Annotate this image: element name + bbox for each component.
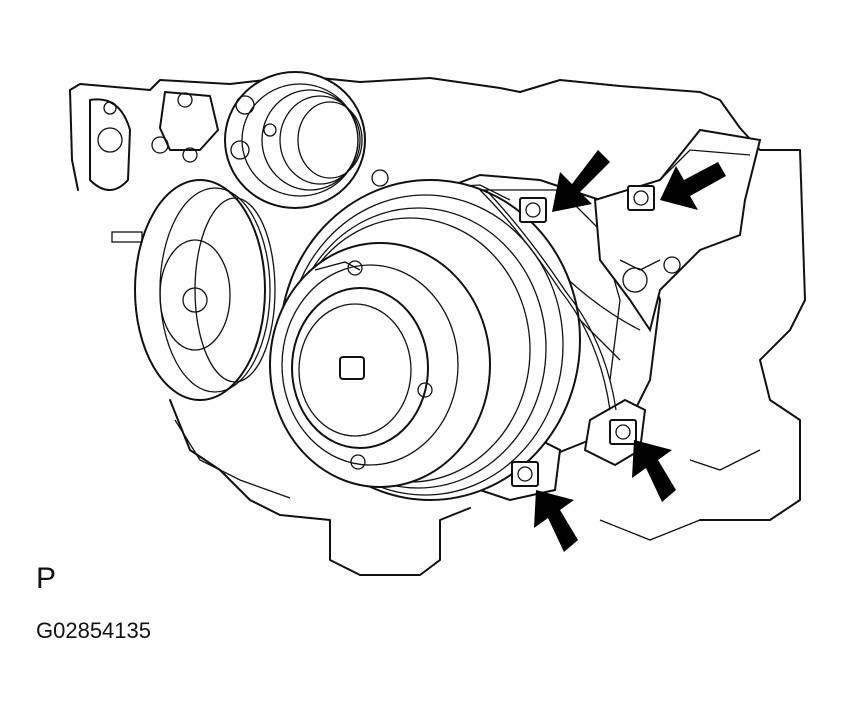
figure-code: G02854135 <box>36 618 151 643</box>
crank-pulley <box>111 179 276 401</box>
bolts <box>511 185 681 487</box>
arrow-top-left <box>552 150 610 212</box>
clutch-pulley <box>269 179 581 501</box>
bolt-top-right <box>627 185 655 211</box>
bolt-bottom-right <box>609 419 637 445</box>
harness-wire <box>479 189 617 411</box>
arrow-bottom-right <box>632 440 676 502</box>
bolt-bracket-side <box>663 256 681 274</box>
view-label: P <box>36 562 57 595</box>
bolt-top-left <box>519 197 547 223</box>
arrow-bottom-left <box>534 490 578 552</box>
arrow-top-right <box>660 162 726 210</box>
callout-arrows <box>534 150 726 552</box>
upper-idler-pulley <box>224 71 389 209</box>
bolt-bottom-left <box>511 461 539 487</box>
upper-pulley-cluster <box>89 91 219 191</box>
